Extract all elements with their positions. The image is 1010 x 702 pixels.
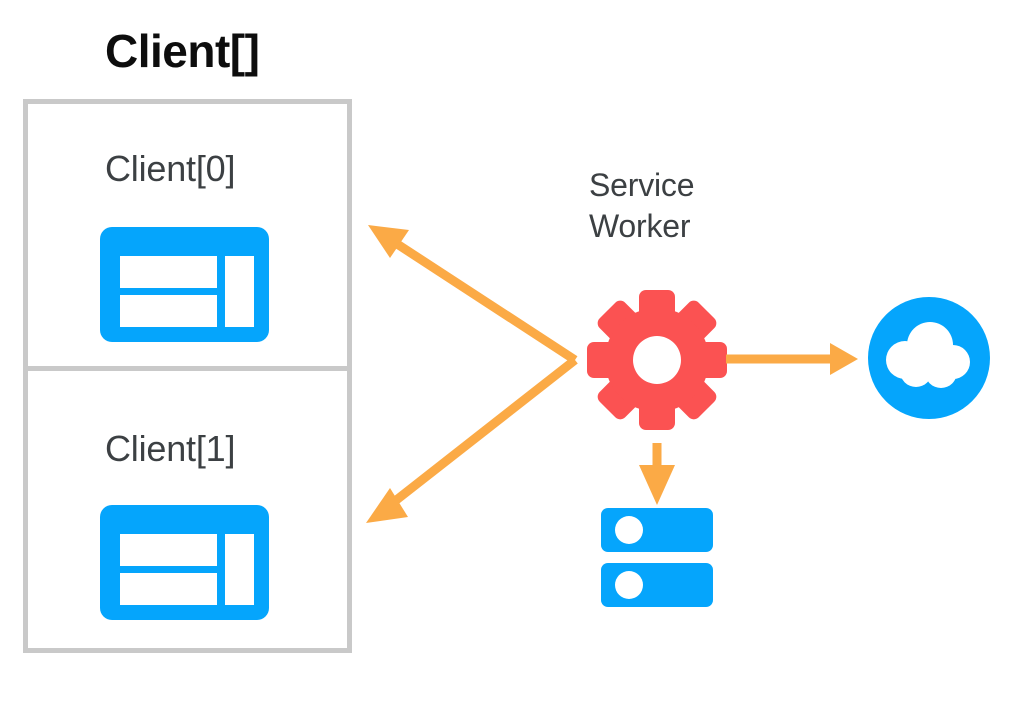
arrow-head — [639, 465, 675, 505]
browser-pane-bottom-left — [120, 295, 217, 327]
database-icon — [601, 508, 713, 607]
browser-pane-top-left — [120, 534, 217, 566]
arrow-sw-to-client0 — [368, 225, 578, 364]
browser-pane-bottom-left — [120, 573, 217, 605]
arrow-head — [366, 488, 408, 523]
service-worker-label-line2: Worker — [589, 207, 691, 244]
browser-pane-right — [225, 256, 254, 327]
client0-label: Client[0] — [105, 148, 236, 189]
gear-icon — [587, 290, 727, 430]
arrow-head — [368, 225, 409, 258]
gear-hub — [633, 336, 681, 384]
service-worker-label-line1: Service — [589, 167, 695, 203]
database-led-bottom — [615, 571, 643, 599]
client-array-title: Client[] — [105, 25, 260, 77]
arrow-shaft — [387, 356, 578, 509]
client1-label: Client[1] — [105, 428, 236, 469]
client1-browser-window-icon — [100, 505, 269, 620]
browser-pane-right — [225, 534, 254, 605]
arrow-sw-to-cloud — [726, 343, 858, 375]
arrow-sw-to-database — [639, 443, 675, 505]
service-worker-label: Service Worker — [589, 165, 695, 246]
browser-pane-top-left — [120, 256, 217, 288]
arrow-shaft — [388, 236, 578, 364]
cloud-icon — [868, 297, 990, 419]
arrow-sw-to-client1 — [366, 356, 578, 523]
database-led-top — [615, 516, 643, 544]
cloud-glyph — [886, 322, 970, 388]
client0-browser-window-icon — [100, 227, 269, 342]
arrow-head — [830, 343, 858, 375]
